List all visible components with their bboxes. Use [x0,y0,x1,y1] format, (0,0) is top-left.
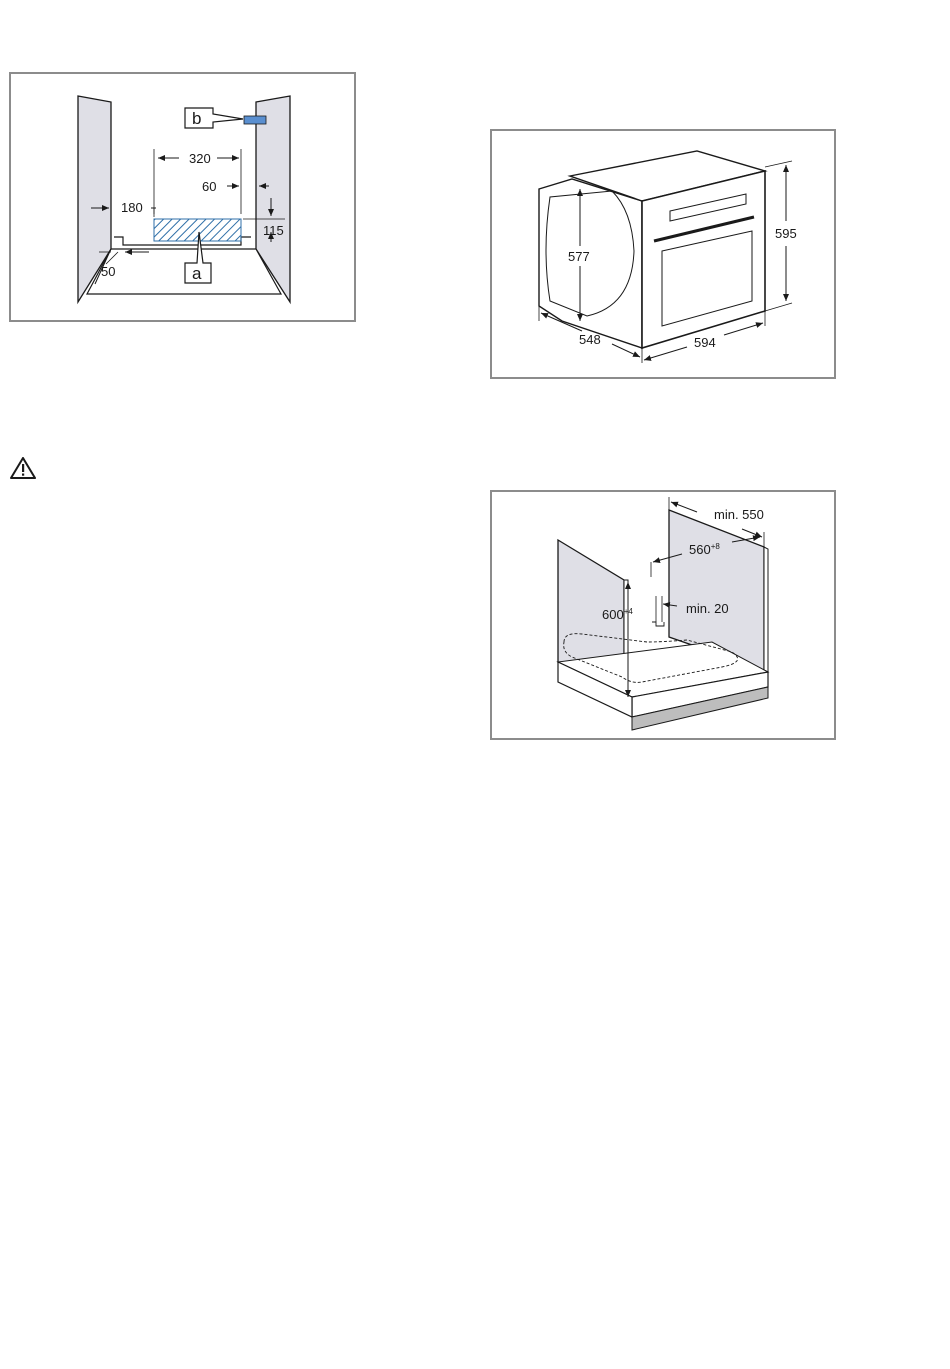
dim-180-label: 180 [121,200,143,215]
dim-594-label: 594 [694,335,716,350]
dim-60-label: 60 [202,179,216,194]
cabinet-niche-diagram: min. 550 560+8 600+4 min. 20 [490,490,836,740]
vent-part-b [244,116,266,124]
callout-b-label: b [192,109,201,128]
dim-min-20-label: min. 20 [686,601,729,616]
cabinet-floor [87,249,281,294]
dim-50-label: 50 [101,264,115,279]
oven-dimensions-diagram: 595 577 548 594 [490,129,836,379]
oven-dimensions-svg: 595 577 548 594 [492,131,838,381]
warning-icon [10,457,36,479]
callout-a-label: a [192,264,202,283]
dim-min-550-label: min. 550 [714,507,764,522]
vent-opening-hatch [154,219,241,241]
dim-600-tolerance: +4 [624,607,634,616]
ventilation-diagram-svg: 320 60 180 115 50 a b [11,74,358,324]
dim-577-label: 577 [568,249,590,264]
dim-560-tolerance: +8 [711,542,721,551]
ventilation-diagram: 320 60 180 115 50 a b [9,72,356,322]
dim-320-label: 320 [189,151,211,166]
dim-600-label: 600+4 [602,607,633,622]
cabinet-niche-svg: min. 550 560+8 600+4 min. 20 [492,492,838,742]
dim-595-label: 595 [775,226,797,241]
oven-side-body [539,179,642,348]
dim-548-label: 548 [579,332,601,347]
dim-560-base: 560 [689,542,711,557]
dim-115-label: 115 [263,223,284,238]
dim-600-base: 600 [602,607,624,622]
